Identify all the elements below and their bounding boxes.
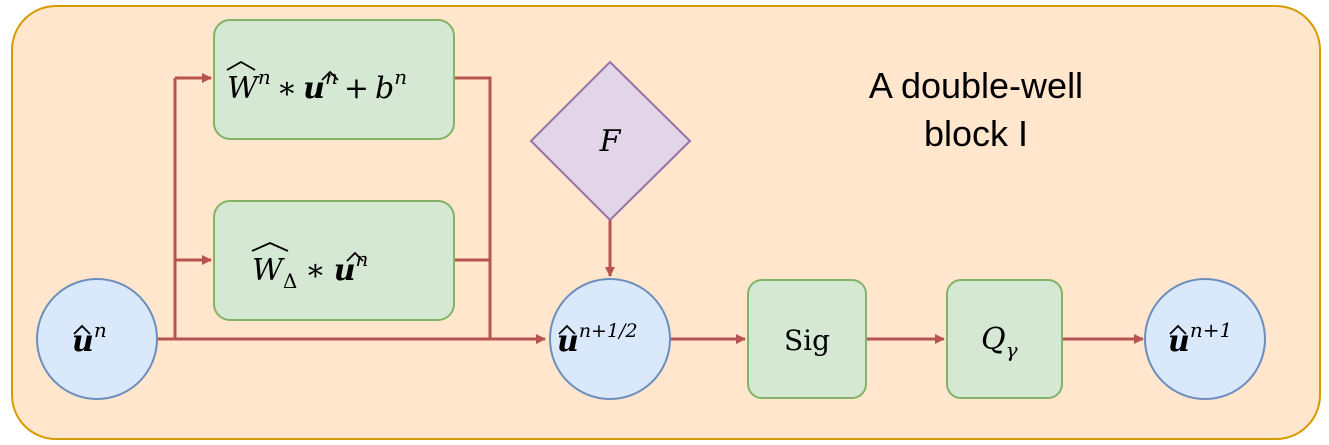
block-title-line2: block I xyxy=(924,113,1028,154)
hat-mark xyxy=(251,242,289,252)
edge-top-box-out xyxy=(455,76,492,339)
top-w-sup: n xyxy=(258,65,271,89)
block-title-line1: A double-well xyxy=(869,65,1083,106)
quant-sub: γ xyxy=(1006,338,1018,362)
svg-text:Qγ: Qγ xyxy=(981,322,1018,362)
edges xyxy=(158,73,1144,344)
node-input: un xyxy=(36,278,158,400)
box-weight-delta: WΔ ∗ un xyxy=(213,200,455,321)
hat-mark xyxy=(346,251,364,262)
hat-mark xyxy=(226,60,256,71)
box-quantizer: Qγ xyxy=(946,279,1063,399)
middle-base: u xyxy=(557,324,579,359)
top-b: b xyxy=(375,71,394,106)
output-sup: n+1 xyxy=(1190,318,1232,342)
input-sup: n xyxy=(94,318,107,342)
top-u-sup: n xyxy=(325,65,338,89)
top-star: ∗ xyxy=(277,71,297,106)
hat-mark xyxy=(1169,324,1187,335)
quant-base: Q xyxy=(981,322,1006,357)
top-w: W xyxy=(227,71,260,106)
svg-text:un: un xyxy=(72,318,107,359)
node-output: un+1 xyxy=(1144,278,1266,400)
forcing-label: F xyxy=(599,124,622,159)
mid-u: u xyxy=(334,253,356,288)
top-u: u xyxy=(303,71,325,106)
sig-label: Sig xyxy=(784,324,830,357)
mid-w: W xyxy=(252,253,285,288)
svg-text:Wn∗un+bn: Wn∗un+bn xyxy=(227,65,407,106)
svg-text:un+1: un+1 xyxy=(1168,318,1232,359)
node-forcing: F xyxy=(529,60,692,222)
hat-mark xyxy=(321,70,339,81)
node-middle: un+1/2 xyxy=(549,278,671,400)
top-b-sup: n xyxy=(394,65,407,89)
mid-w-sub: Δ xyxy=(283,269,297,293)
mid-u-sup: n xyxy=(356,247,369,271)
box-sig: Sig xyxy=(747,279,867,399)
top-plus: + xyxy=(344,71,369,106)
mid-star: ∗ xyxy=(305,253,325,288)
svg-text:WΔ∗un: WΔ ∗ un xyxy=(252,247,368,293)
block-container xyxy=(11,5,1321,440)
hat-mark xyxy=(73,324,91,335)
middle-sup: n+1/2 xyxy=(579,320,638,342)
svg-text:un+1/2: un+1/2 xyxy=(557,320,638,359)
output-base: u xyxy=(1168,324,1190,359)
input-base: u xyxy=(72,324,94,359)
hat-mark xyxy=(558,324,576,335)
box-weight-bias: Wn∗un+bn xyxy=(213,19,455,140)
